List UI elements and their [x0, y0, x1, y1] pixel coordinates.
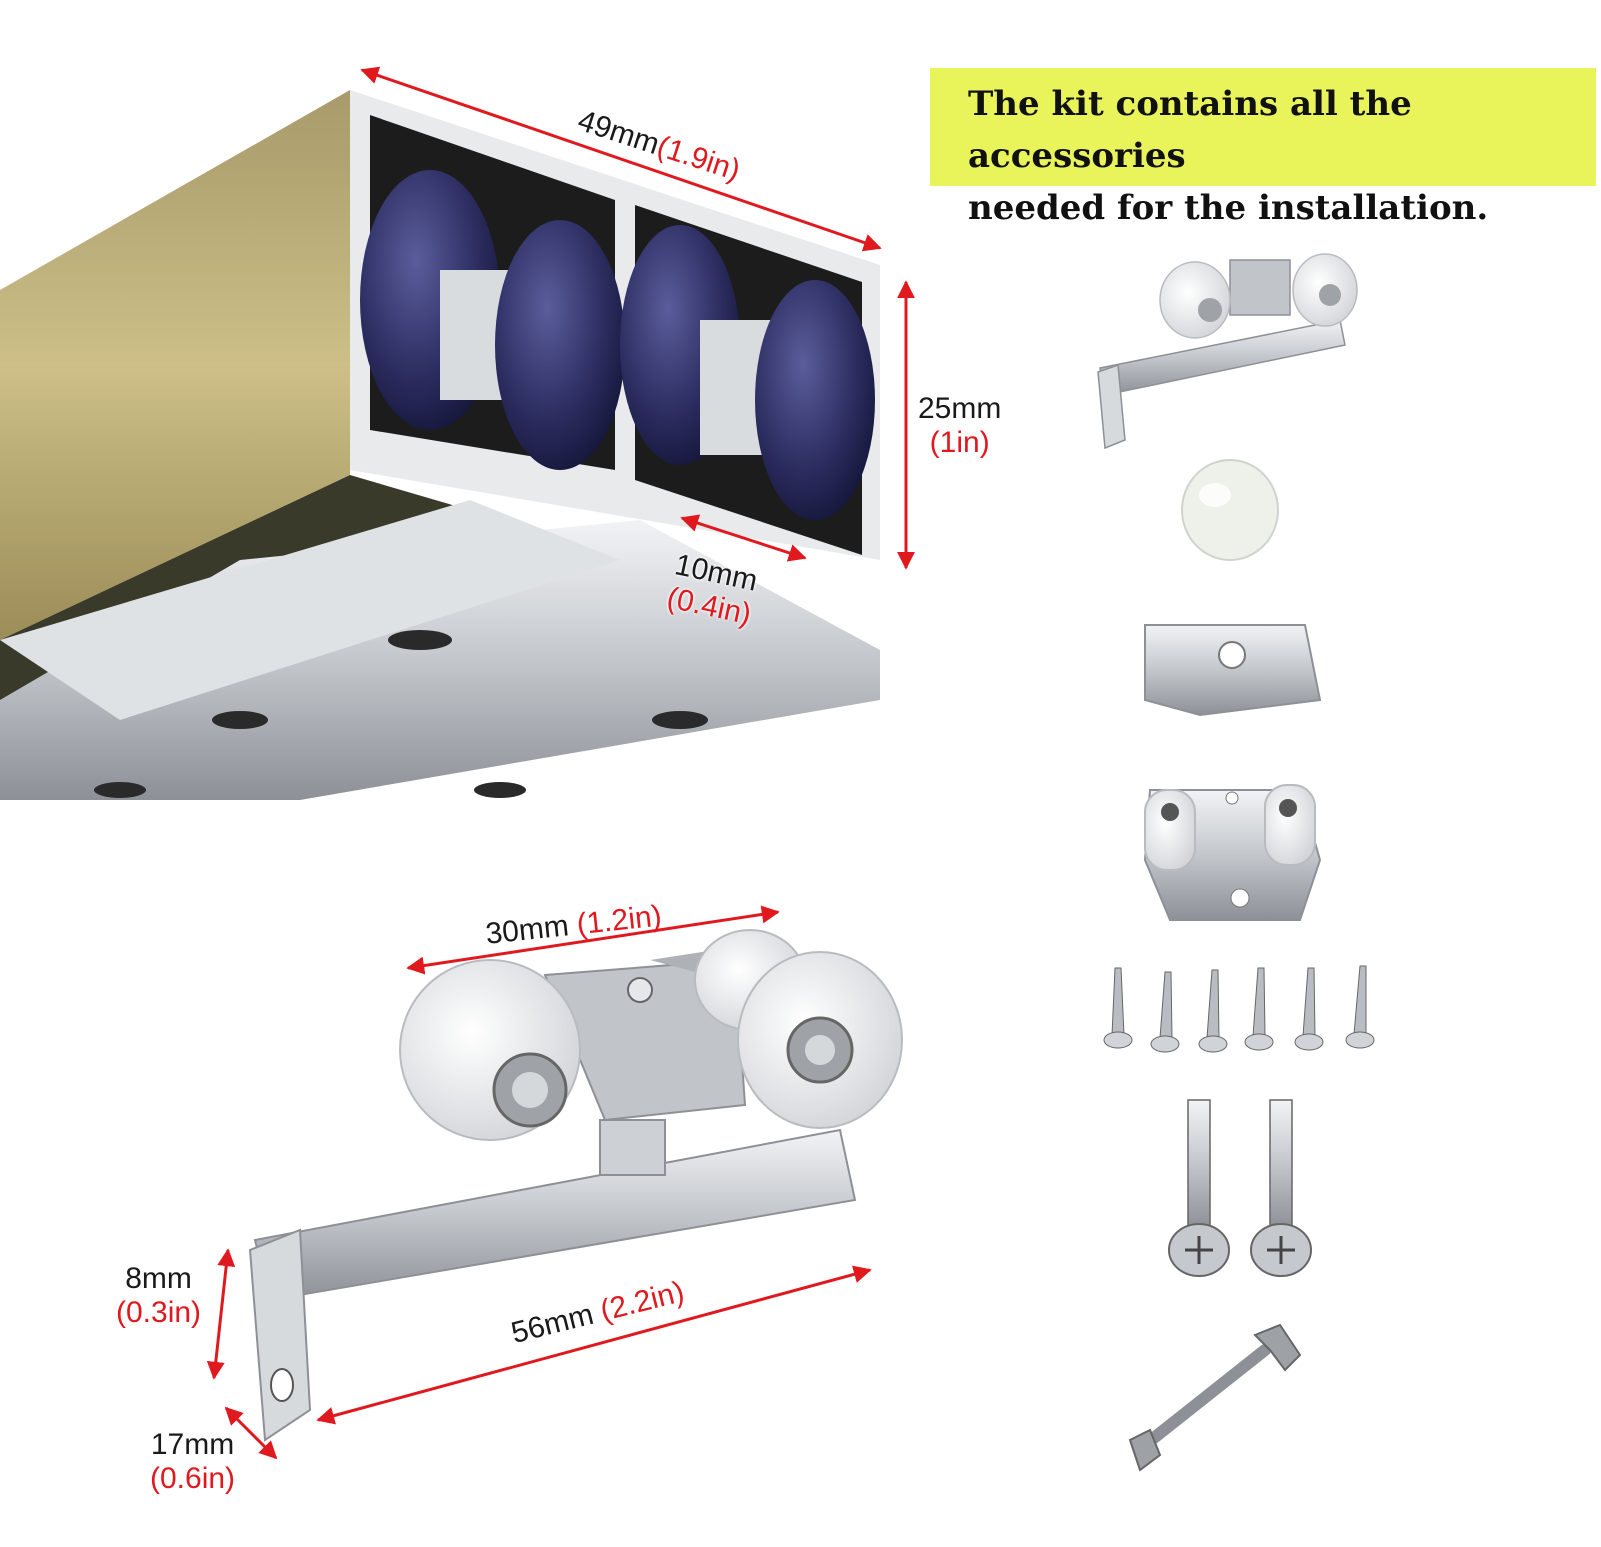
small-screw-icon	[1103, 967, 1133, 1049]
bracket-hole	[474, 782, 526, 798]
trolley-stem-nut	[599, 1119, 666, 1176]
photo-bottom-edge	[0, 800, 900, 810]
left-wheel-front	[495, 220, 625, 470]
track-side-face	[0, 90, 350, 640]
tab-width-label: 17mm (0.6in)	[150, 1428, 235, 1496]
small-screw-icon	[1244, 967, 1274, 1051]
track-height-mm: 25mm	[918, 392, 1002, 425]
tab-height-mm: 8mm	[125, 1262, 192, 1295]
right-wheel-front	[755, 280, 875, 520]
roller-trolley-large	[248, 929, 903, 1442]
top-screw	[627, 977, 653, 1003]
trolley-length-arrow	[316, 1265, 872, 1425]
tab-width-arrow	[224, 1406, 278, 1460]
accessory-mounting-clip	[1144, 624, 1322, 717]
tab-hole	[270, 1368, 294, 1402]
trolley-base-rail	[253, 1128, 857, 1302]
trolley-top-arrow	[406, 905, 780, 975]
accessory-small-screws	[1103, 965, 1375, 1053]
track-slot-arrow	[680, 514, 807, 562]
kit-contents-banner: The kit contains all the accessories nee…	[930, 68, 1596, 228]
small-screw-icon	[1294, 967, 1324, 1051]
tab-height-label: 8mm (0.3in)	[116, 1262, 201, 1330]
small-screw-icon	[1150, 971, 1180, 1053]
small-screw-icon	[1198, 969, 1228, 1053]
tab-height-inch: (0.3in)	[116, 1296, 202, 1329]
accessory-floor-guide	[1143, 784, 1322, 921]
track-width-arrow	[360, 66, 882, 252]
bracket-hole	[212, 711, 268, 729]
accessory-rubber-stopper	[1181, 459, 1279, 561]
tab-width-inch: (0.6in)	[150, 1462, 236, 1495]
track-height-label: 25mm (1in)	[918, 392, 1001, 460]
bracket-hole	[388, 630, 452, 650]
bracket-hole	[652, 711, 708, 729]
track-profile	[0, 90, 900, 810]
small-screw-icon	[1345, 965, 1375, 1049]
accessory-trolley-small	[1097, 253, 1358, 450]
tab-width-mm: 17mm	[150, 1428, 235, 1461]
accessory-bolts	[1168, 1099, 1312, 1277]
tab-height-arrow	[206, 1248, 236, 1380]
banner-text: The kit contains all the accessories nee…	[968, 84, 1489, 228]
wheel-bearing-center	[805, 1035, 835, 1065]
trolley-bracket-top	[0, 500, 620, 720]
bracket-hole	[94, 782, 146, 798]
bolt-icon	[1168, 1099, 1230, 1277]
wheel-bearing-center	[512, 1072, 548, 1108]
accessory-wrench	[1128, 1323, 1302, 1472]
trolley-end-tab	[248, 1228, 312, 1442]
bolt-icon	[1250, 1099, 1312, 1277]
track-height-inch: (1in)	[929, 426, 990, 459]
